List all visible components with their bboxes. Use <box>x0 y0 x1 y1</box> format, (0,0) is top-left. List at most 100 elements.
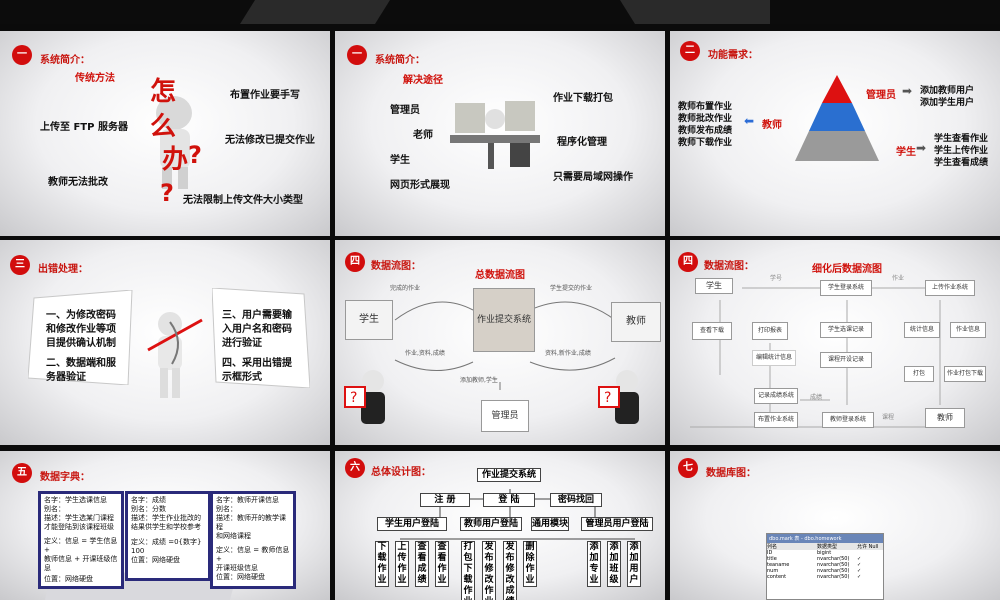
problem-item: 上传至 FTP 服务器 <box>40 122 128 133</box>
column-header: 允许 Null <box>857 544 879 550</box>
table-row: title nvarchar(50) ✓ <box>767 556 883 562</box>
table-cell: content <box>767 574 787 580</box>
dict-line: 描述：教师开的教学课程 <box>216 514 286 531</box>
error-measure: 一、为修改密码 <box>46 310 116 321</box>
tree-leaf: 打包下载作业 <box>461 541 475 600</box>
role-teacher: 教师 <box>762 120 782 131</box>
slide-grid: 一 系统简介： 传统方法 布置作业要手写 上传至 FTP 服务器 无法修改已提交… <box>0 28 1000 600</box>
slide-overall-dataflow[interactable]: 四 数据流图： 总数据流图 完成的作业 学生提交的作业 作业,资料,成绩 资料,… <box>335 240 665 445</box>
flow-label: 完成的作业 <box>390 285 421 292</box>
table-row: ID bigint <box>767 550 883 556</box>
tree-leaf: 添加用户 <box>627 541 641 587</box>
section-badge: 四 <box>678 252 698 272</box>
slide-database-diagram[interactable]: 七 数据库图： dbo.mark 表 - dbo.homework 列名 数据类… <box>670 451 1000 600</box>
node-course-record: 学生选课记录 <box>820 322 872 338</box>
problem-item: 布置作业要手写 <box>230 90 300 101</box>
dict-line: 和网络课程 <box>216 532 251 540</box>
slide-title: 数据字典： <box>40 472 90 483</box>
tree-node-register: 注 册 <box>420 493 470 507</box>
node-student: 学生 <box>345 300 393 340</box>
slide-subtitle: 传统方法 <box>75 73 115 84</box>
table-cell: ID <box>767 550 773 556</box>
node-upload-system: 上传作业系统 <box>925 280 975 296</box>
solution-item: 作业下载打包 <box>553 93 613 104</box>
dict-line: 位置：网络硬盘 <box>131 556 180 564</box>
teacher-task: 教师批改作业 <box>678 114 733 124</box>
tree-leaf: 添加班级 <box>607 541 621 587</box>
slide-detailed-dataflow[interactable]: 四 数据流图： 细化后数据流图 学生 学生登录系统 上传作业系统 查看下载 打印… <box>670 240 1000 445</box>
teacher-task: 教师发布成绩 <box>678 126 733 136</box>
node-view-download: 查看下载 <box>692 322 732 340</box>
table-row: teaname nvarchar(50) ✓ <box>767 562 883 568</box>
section-badge: 七 <box>678 458 698 478</box>
solution-item: 只需要局域网操作 <box>553 172 633 183</box>
error-measure: 入用户名和密码 <box>222 324 292 335</box>
slide-overall-design[interactable]: 六 总体设计图： 作业提交系统 注 册 登 陆 密码找回 学生用户登陆 教师用户… <box>335 451 665 600</box>
node-grade-system: 记录成绩系统 <box>754 388 798 404</box>
node-homework-info: 作业信息 <box>950 322 986 338</box>
flow-label: 作业,资料,成绩 <box>405 350 445 357</box>
user-with-sign-icon: ? <box>597 365 649 435</box>
question-character: 办 <box>162 145 189 175</box>
problem-item: 无法修改已提交作业 <box>225 135 315 146</box>
tree-node-login: 登 陆 <box>483 493 535 507</box>
node-edit-statistics: 编辑统计信息 <box>752 350 796 366</box>
tree-group-admin: 管理员用户登陆 <box>581 517 653 531</box>
slide-title: 功能需求： <box>708 50 758 61</box>
table-title: dbo.mark 表 - dbo.homework <box>767 534 883 543</box>
archer-icon <box>140 302 210 402</box>
slide-system-intro-traditional[interactable]: 一 系统简介： 传统方法 布置作业要手写 上传至 FTP 服务器 无法修改已提交… <box>0 31 330 236</box>
node-print-report: 打印报表 <box>752 322 788 340</box>
dict-line: 别名： <box>44 505 65 513</box>
problem-item: 无法限制上传文件大小类型 <box>183 195 303 206</box>
node-pack-download: 作业打包下载 <box>944 366 986 382</box>
table-cell: ✓ <box>857 568 862 574</box>
table-cell: ✓ <box>857 562 862 568</box>
edge-label: 成绩 <box>810 394 823 401</box>
slide-error-handling[interactable]: 三 出错处理： 一、为修改密码 和修改作业等项 目提供确认机制 二、数据端和服 … <box>0 240 330 445</box>
edge-label: 课程 <box>882 414 895 421</box>
tree-leaf: 查看成绩 <box>415 541 429 587</box>
table-row: num nvarchar(50) ✓ <box>767 568 883 574</box>
slide-system-intro-solution[interactable]: 一 系统简介： 解决途径 管理员 老师 学生 网页形式展现 作业下载打包 程序化… <box>335 31 665 236</box>
student-task: 学生查看作业 <box>934 134 989 144</box>
dict-line: 名字：成绩 <box>131 496 166 504</box>
dict-line: 100 <box>131 547 145 555</box>
error-measure: 三、用户需要输 <box>222 310 292 321</box>
dictionary-card-grade: 名字：成绩 别名：分数 描述：学生作业批改的 结果供学生和学校参考 定义：成绩 … <box>125 491 211 581</box>
column-header: 列名 <box>767 544 778 550</box>
dict-line: 结果供学生和学校参考 <box>131 523 201 531</box>
node-teacher: 教师 <box>611 302 661 342</box>
role-item: 老师 <box>413 130 433 141</box>
tree-root: 作业提交系统 <box>477 468 541 482</box>
tree-group-student: 学生用户登陆 <box>377 517 447 531</box>
section-badge: 一 <box>12 45 32 65</box>
dict-line: 定义：信息 = 学生信息 + <box>44 537 118 554</box>
node-statistics: 统计信息 <box>904 322 940 338</box>
tree-group-teacher: 教师用户登陆 <box>460 517 522 531</box>
slide-function-requirements[interactable]: 二 功能需求： 教师布置作业 教师批改作业 教师发布成绩 教师下载作业 ⬅ 教师… <box>670 31 1000 236</box>
section-badge: 五 <box>12 463 32 483</box>
edge-label: 作业 <box>892 275 905 282</box>
table-cell: title <box>767 556 777 562</box>
question-mark: ? <box>160 179 174 207</box>
role-admin: 管理员 <box>866 90 896 101</box>
slide-data-dictionary[interactable]: 五 数据字典： 名字：学生选课信息 别名： 描述：学生选某门课程 才能登陆到该课… <box>0 451 330 600</box>
section-badge: 二 <box>680 41 700 61</box>
section-badge: 三 <box>10 255 30 275</box>
tree-leaf: 查看作业 <box>435 541 449 587</box>
student-task: 学生查看成绩 <box>934 158 989 168</box>
role-item: 管理员 <box>390 105 420 116</box>
dict-line: 开课班级信息 <box>216 564 258 572</box>
arrow-left-icon: ⬅ <box>744 114 755 128</box>
tree-leaf: 下载作业 <box>375 541 389 587</box>
error-measure: 四、采用出错提 <box>222 358 292 369</box>
tree-node-password-recovery: 密码找回 <box>550 493 602 507</box>
flow-label: 添加教师,学生 <box>460 377 498 384</box>
dict-line: 描述：学生作业批改的 <box>131 514 201 522</box>
flow-label: 资料,新作业,成绩 <box>545 350 591 357</box>
table-cell: nvarchar(50) <box>817 574 850 580</box>
dict-line: 名字：学生选课信息 <box>44 496 107 504</box>
tree-leaf: 删除作业 <box>523 541 537 587</box>
error-measure: 务器验证 <box>46 372 86 383</box>
